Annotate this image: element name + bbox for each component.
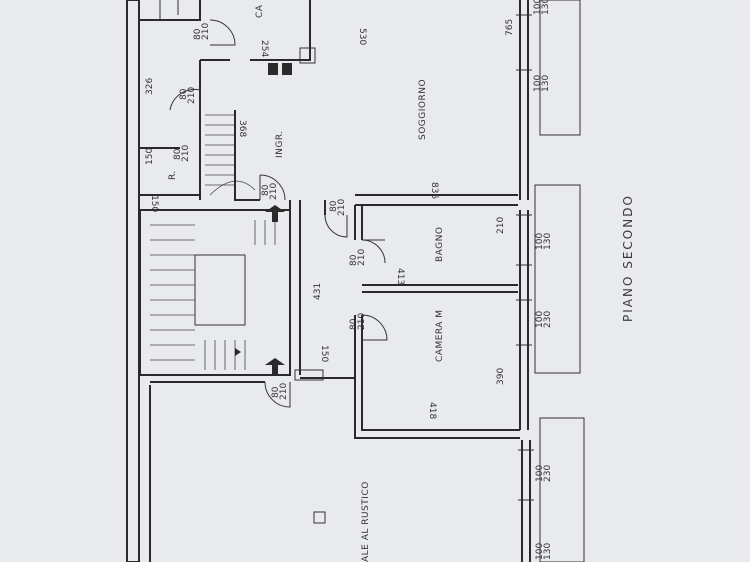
entry-arrow-bottom [265, 358, 285, 375]
dim-150-left: 150 [145, 148, 155, 165]
door-label: 80 [261, 184, 271, 196]
door-label: 80 [329, 200, 339, 212]
window-labels: 100 130 100 130 100 130 100 230 100 230 … [533, 0, 553, 560]
balcony-bottom [539, 417, 585, 562]
wall-upper-closet [140, 0, 201, 21]
vent-2 [282, 63, 292, 75]
room-ingresso: INGR. [275, 130, 285, 158]
door-stair-upper [169, 88, 201, 111]
balcony-middle [534, 184, 581, 374]
door-label: 210 [279, 383, 289, 400]
window-label: 130 [543, 543, 553, 560]
outer-wall-right-top [519, 0, 529, 200]
dim-413: 413 [395, 268, 405, 285]
windows [516, 14, 534, 501]
door-label: 80 [193, 28, 203, 40]
dim-530: 530 [357, 28, 367, 45]
door-label: 210 [181, 145, 191, 162]
dim-418: 418 [427, 402, 437, 419]
door-bagno-corridor [324, 214, 348, 238]
stair-well [194, 254, 246, 326]
window-label: 100 [535, 465, 545, 482]
room-soggiorno: SOGGIORNO [418, 79, 428, 140]
door-camera-top [209, 19, 236, 46]
dim-150-mid: 150 [319, 345, 329, 362]
door-label: 80 [179, 88, 189, 100]
dim-210: 210 [496, 217, 506, 234]
stair-arrow [235, 348, 241, 356]
door-label: 80 [349, 318, 359, 330]
wall-soggiorno-bagno [355, 194, 518, 206]
window-label: 130 [541, 0, 551, 15]
dim-254: 254 [259, 40, 269, 57]
column-lower [294, 369, 324, 381]
room-camera: CAMERA M [435, 309, 445, 362]
dim-150-top: 150 [149, 195, 159, 212]
door-label: 80 [173, 148, 183, 160]
plan-title: PIANO SECONDO [621, 194, 635, 322]
window-label: 230 [543, 465, 553, 482]
dim-765: 765 [505, 19, 515, 36]
column-rustico [313, 511, 326, 524]
door-closet [159, 0, 179, 20]
dim-368: 368 [237, 120, 247, 137]
window-label: 100 [533, 0, 543, 15]
entry-arrow-top [265, 205, 285, 222]
wall-rustico-top [150, 377, 355, 383]
wall-upper-stair [234, 110, 260, 201]
dim-431: 431 [313, 283, 323, 300]
door-label: 80 [271, 386, 281, 398]
window-label: 100 [535, 543, 545, 560]
wall-bagno-camera [362, 284, 518, 293]
window-label: 100 [535, 233, 545, 250]
window-label: 100 [533, 75, 543, 92]
room-r: R. [168, 170, 178, 180]
wall-camera-upper [200, 0, 311, 61]
door-camera [361, 314, 388, 341]
wall-bagno-left [354, 205, 363, 240]
door-label: 210 [337, 199, 347, 216]
outer-wall-right-mid [519, 210, 529, 430]
vent-1 [268, 63, 278, 75]
room-camera-top: CA [255, 4, 265, 18]
outer-wall-left [126, 0, 140, 562]
window-label: 230 [543, 311, 553, 328]
balcony-top [539, 0, 581, 136]
room-bagno: BAGNO [435, 227, 445, 262]
column-upper [299, 47, 316, 64]
door-bagno [361, 239, 386, 264]
outer-wall-right-bottom [521, 440, 531, 562]
door-label: 210 [187, 87, 197, 104]
dim-390: 390 [496, 368, 506, 385]
upper-stair [205, 114, 256, 196]
window-label: 130 [541, 75, 551, 92]
door-label: 210 [357, 249, 367, 266]
stair-treads [150, 220, 276, 370]
wall-camera [354, 315, 520, 439]
window-label: 100 [535, 311, 545, 328]
door-label: 210 [201, 23, 211, 40]
door-label: 80 [349, 254, 359, 266]
window-label: 130 [543, 233, 553, 250]
room-rustico: ALE AL RUSTICO [361, 481, 371, 562]
door-label: 210 [269, 183, 279, 200]
door-labels: 80 210 80 210 80 210 80 210 80 210 80 21… [173, 23, 367, 400]
door-rustico [264, 381, 291, 408]
dim-326: 326 [145, 78, 155, 95]
dim-835: 835 [429, 182, 439, 199]
door-ingresso [259, 174, 286, 201]
door-label: 210 [357, 313, 367, 330]
